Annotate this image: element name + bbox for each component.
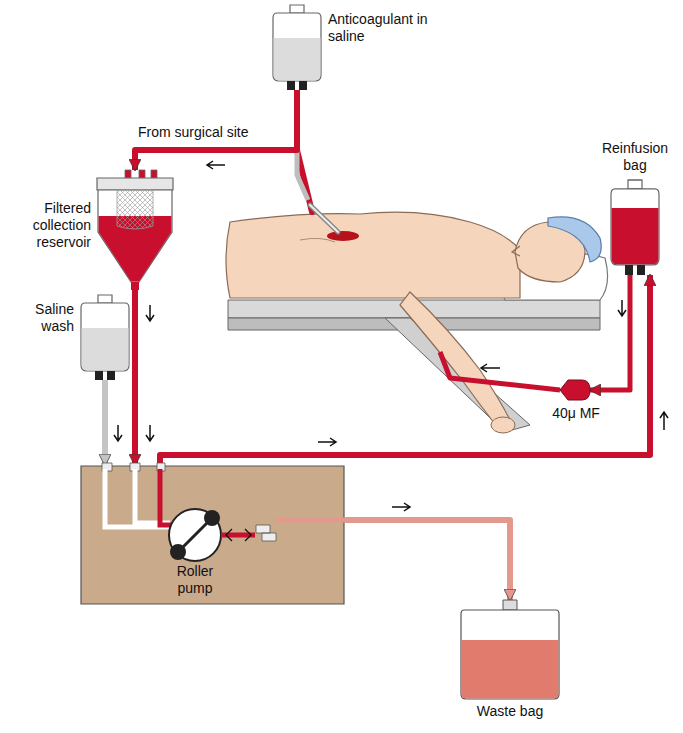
- node-label: Roller pump: [164, 563, 226, 597]
- flow-arrow: [618, 300, 626, 316]
- iv-line: [440, 352, 560, 390]
- iv-bag: Anticoagulant in saline: [272, 5, 322, 90]
- incision: [327, 231, 359, 241]
- patient-torso: [226, 212, 520, 298]
- tubing-connector: [160, 275, 650, 465]
- node-label: Anticoagulant in saline: [328, 11, 436, 45]
- chest-line: [300, 238, 335, 242]
- node-label: Waste bag: [460, 703, 560, 720]
- reservoir-outline: [95, 170, 175, 290]
- patient-arm: [400, 292, 510, 428]
- tubing-connector: [132, 290, 138, 465]
- patient-nose: [512, 246, 520, 256]
- reinfusion-bag: Reinfusion bag: [610, 180, 660, 275]
- iv-bag-outline: [272, 5, 322, 90]
- node-label: Filtered collection reservoir: [3, 200, 91, 251]
- iv-bag-outline: [80, 295, 130, 380]
- flow-arrow: [114, 425, 122, 441]
- tubing-connector: [102, 380, 108, 465]
- flow-arrow: [146, 425, 154, 441]
- tubing-connector: [590, 275, 630, 390]
- flow-arrow: [392, 503, 410, 511]
- wand-highlight: [310, 205, 338, 232]
- iv-bag-outline: [610, 180, 660, 275]
- iv-bag: Saline wash: [80, 295, 130, 380]
- collection-reservoir: Filtered collection reservoir: [95, 170, 175, 290]
- waste-bag: Waste bag: [460, 600, 560, 700]
- tubing-connector: [135, 90, 297, 170]
- waste-bag-outline: [460, 600, 560, 700]
- suction-wand: [310, 205, 338, 232]
- microfilter-outline: [560, 378, 590, 402]
- flow-arrow: [207, 161, 225, 169]
- patient-hand: [491, 417, 515, 433]
- micro-filter: 40μ MF: [560, 378, 590, 402]
- node-label: Reinfusion bag: [592, 140, 678, 174]
- surgical-cap: [548, 217, 601, 262]
- tubing-connector: [345, 520, 510, 600]
- flow-arrow: [146, 305, 154, 321]
- flow-arrow: [318, 438, 336, 446]
- tube-label: From surgical site: [138, 124, 278, 141]
- flow-arrow: [660, 412, 668, 430]
- flow-arrow: [481, 364, 500, 372]
- node-label: Saline wash: [4, 301, 74, 335]
- roller-pump-machine: Roller pump: [80, 465, 345, 605]
- node-label: 40μ MF: [546, 405, 606, 422]
